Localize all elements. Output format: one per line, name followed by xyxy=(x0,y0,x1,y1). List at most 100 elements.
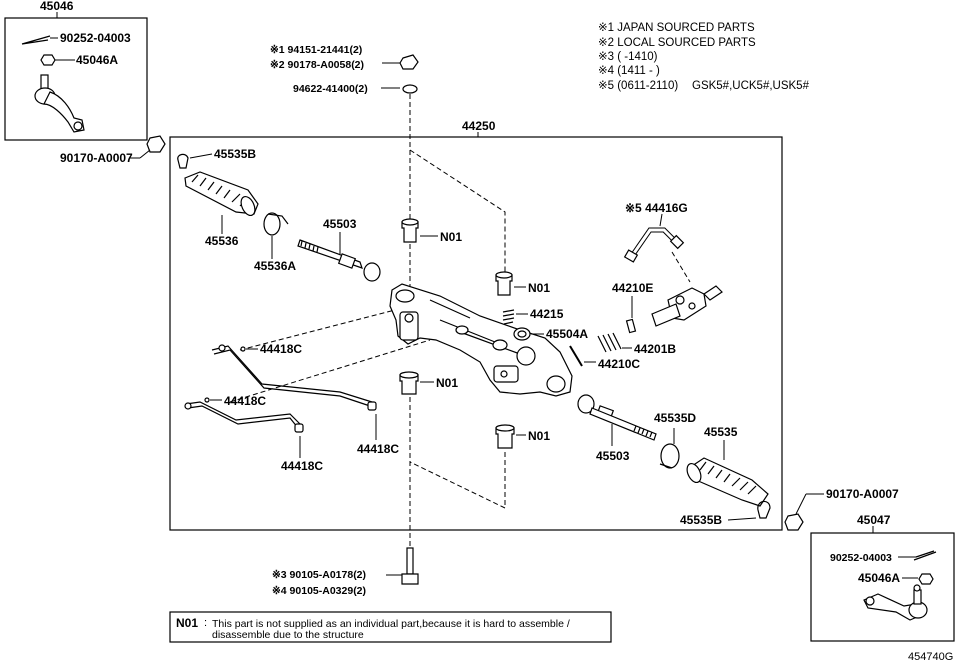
label-45535b-top: 45535B xyxy=(214,147,256,161)
assembly-box-45046 xyxy=(4,17,148,141)
label-44210c: 44210C xyxy=(598,357,640,371)
label-44215: 44215 xyxy=(530,307,564,321)
label-44201b: 44201B xyxy=(634,342,676,356)
nut-icon xyxy=(918,573,934,585)
seal-icon xyxy=(513,327,531,341)
bolt-icon xyxy=(406,547,414,575)
label-group-44418c-a: 44418C xyxy=(240,342,302,356)
note-line-2: disassemble due to the structure xyxy=(212,629,364,641)
inner-tie-rod-icon xyxy=(577,394,657,441)
note-code: N01 xyxy=(176,616,198,630)
label-45504a: 45504A xyxy=(546,327,588,341)
note-line-1: This part is not supplied as an individu… xyxy=(212,618,570,630)
label-44418c-c: 44418C xyxy=(281,459,323,473)
part-45535: 45535 xyxy=(686,425,769,507)
label-n01-d: N01 xyxy=(528,429,550,443)
bottom-bolt: ※3 90105-A0178(2) ※4 90105-A0329(2) xyxy=(272,547,419,597)
label-44210e: 44210E xyxy=(612,281,653,295)
part-44416g: ※5 44416G xyxy=(623,201,691,283)
part-45503-bottom: 45503 xyxy=(577,394,657,463)
label-90170-left: 90170-A0007 xyxy=(60,151,133,165)
note-colon: : xyxy=(204,617,207,629)
part-45504a: 45504A xyxy=(513,327,588,341)
washer-icon xyxy=(402,84,418,94)
part-45536a: 45536A xyxy=(254,212,296,273)
nut-icon xyxy=(784,513,804,531)
legend-line-5b: GSK5#,UCK5#,USK5# xyxy=(692,80,810,92)
dash-guide xyxy=(229,339,431,403)
label-44418c-a: 44418C xyxy=(260,342,302,356)
label-45535: 45535 xyxy=(704,425,738,439)
assembly-box-44250 xyxy=(169,136,783,531)
label-group-44418c-d: 44418C xyxy=(357,414,399,456)
assembly-45047: 45047 90252-04003 45046A xyxy=(810,513,955,642)
label-n01-c: N01 xyxy=(436,376,458,390)
spring-icon xyxy=(597,332,622,353)
label-n01-b: N01 xyxy=(528,281,550,295)
bushing-icon xyxy=(399,374,419,395)
pin-icon xyxy=(625,318,637,334)
label-45503-bottom: 45503 xyxy=(596,449,630,463)
legend-line-4: ※4 (1411 - ) xyxy=(598,65,660,77)
assembly-label-45046: 45046 xyxy=(40,0,74,13)
part-45535b-bottom: 45535B xyxy=(680,500,771,527)
label-44418c-b: 44418C xyxy=(224,394,266,408)
nut-icon xyxy=(399,54,419,70)
dash-guide xyxy=(409,149,506,272)
top-fasteners: ※1 94151-21441(2) ※2 90178-A0058(2) 9462… xyxy=(270,44,419,225)
assembly-label-44250: 44250 xyxy=(462,119,496,133)
n01-upper: N01 xyxy=(401,218,462,290)
tie-rod-end-right-icon xyxy=(863,584,928,621)
label-45503-top: 45503 xyxy=(323,217,357,231)
cotter-pin-icon xyxy=(913,550,937,561)
label-94151: ※1 94151-21441(2) xyxy=(270,44,362,56)
cotter-pin-icon xyxy=(21,35,51,45)
note-box: N01 : This part is not supplied as an in… xyxy=(169,611,612,643)
dash-guide xyxy=(239,309,396,351)
part-44210c: 44210C xyxy=(569,345,640,371)
part-44201b: 44201B xyxy=(597,332,676,356)
legend-line-2: ※2 LOCAL SOURCED PARTS xyxy=(598,37,756,49)
label-44416g: ※5 44416G xyxy=(625,201,688,215)
part-90170-left: 90170-A0007 xyxy=(60,135,166,165)
label-n01-a: N01 xyxy=(440,230,462,244)
part-45536: 45536 xyxy=(184,171,259,248)
part-45535b-top: 45535B xyxy=(177,147,256,169)
label-90178: ※2 90178-A0058(2) xyxy=(270,59,364,71)
bushing-icon xyxy=(495,427,515,449)
part-45503-top: 45503 xyxy=(297,217,381,282)
label-45535d: 45535D xyxy=(654,411,696,425)
clip-icon xyxy=(177,153,189,169)
label-90252-right: 90252-04003 xyxy=(830,552,892,564)
note-frame xyxy=(169,611,612,643)
part-44215: 44215 xyxy=(502,307,564,325)
nut-icon xyxy=(40,54,56,66)
assembly-box-45047 xyxy=(810,532,955,642)
clamp-icon xyxy=(263,212,281,236)
label-90252-left: 90252-04003 xyxy=(60,31,131,45)
pin-icon xyxy=(569,345,583,367)
label-group-44418c-c: 44418C xyxy=(281,436,323,473)
label-45536: 45536 xyxy=(205,234,239,248)
clip-icon xyxy=(757,500,771,519)
label-45046a-left: 45046A xyxy=(76,53,118,67)
rack-housing-icon xyxy=(389,283,573,397)
n01-second: N01 xyxy=(495,271,550,296)
bushing-icon xyxy=(401,221,419,243)
boot-right-icon xyxy=(686,457,769,507)
legend-line-1: ※1 JAPAN SOURCED PARTS xyxy=(598,22,755,34)
part-90170-right: 90170-A0007 xyxy=(784,487,899,531)
dash-guide xyxy=(409,452,506,509)
legend: ※1 JAPAN SOURCED PARTS ※2 LOCAL SOURCED … xyxy=(598,22,810,92)
spring-icon xyxy=(502,309,515,325)
part-44210e: 44210E xyxy=(612,281,723,334)
valve-body-icon xyxy=(651,285,723,327)
label-44418c-d: 44418C xyxy=(357,442,399,456)
legend-line-3: ※3 ( -1410) xyxy=(598,51,658,63)
nut-icon xyxy=(146,135,166,153)
assembly-45046: 45046 90252-04003 45046A xyxy=(4,0,148,141)
inner-tie-rod-icon xyxy=(297,239,381,282)
clamp-icon xyxy=(660,443,680,469)
part-44418c-tubes xyxy=(184,344,377,433)
